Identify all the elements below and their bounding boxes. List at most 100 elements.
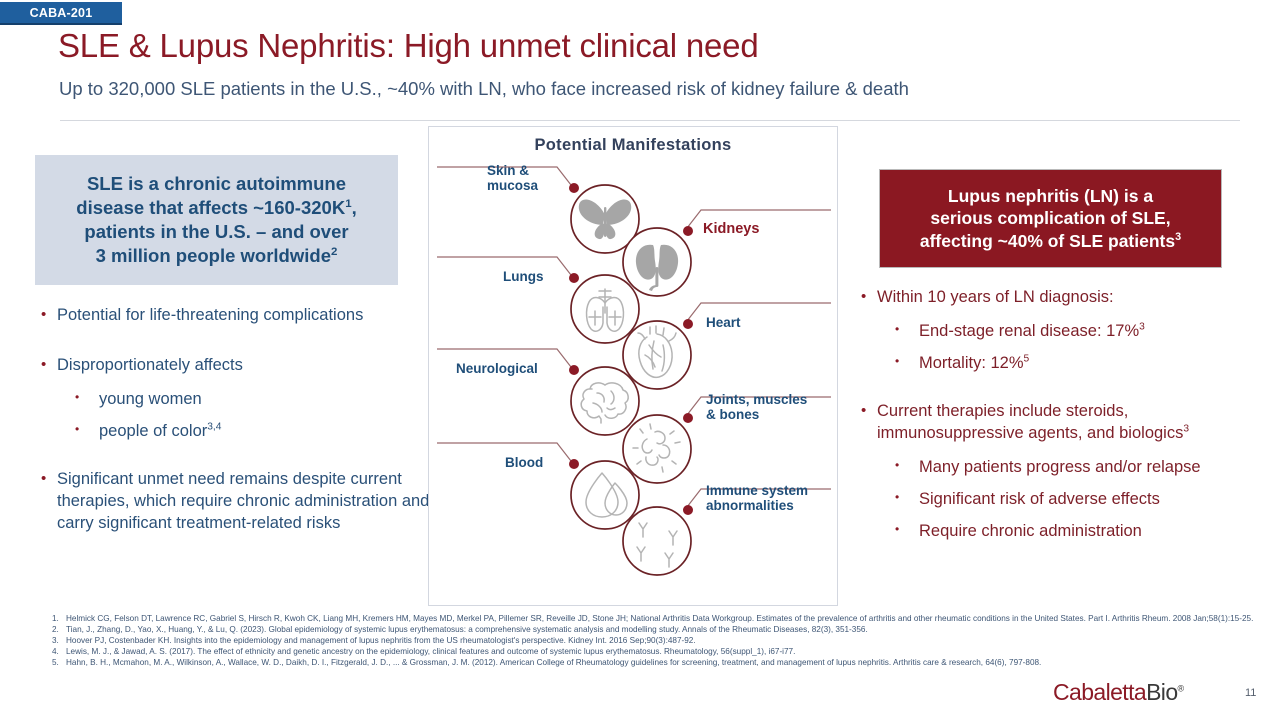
list-item: • Significant unmet need remains despite… <box>35 469 435 535</box>
list-item: • young women <box>73 389 435 411</box>
bullet-text: Mortality: 12%5 <box>919 353 1029 375</box>
sle-callout-comma: , <box>351 196 357 218</box>
lungs-icon <box>585 288 625 332</box>
footnote-number: 1. <box>52 614 59 623</box>
icon-circle-butterfly <box>569 183 640 254</box>
bullet-ref: 5 <box>1023 353 1030 365</box>
diagram-label-skin-line1: Skin & <box>487 163 530 178</box>
bullet-dot-icon: • <box>895 489 900 504</box>
bullet-text: people of color3,4 <box>99 421 221 443</box>
spacer <box>35 339 435 355</box>
bullet-text: End-stage renal disease: 17%3 <box>919 321 1145 343</box>
list-item: • Significant risk of adverse effects <box>893 489 1275 511</box>
right-bullet-list: • Within 10 years of LN diagnosis: • End… <box>855 287 1275 553</box>
icon-circle-antibody <box>622 505 693 576</box>
icon-circle-kidneys <box>622 226 693 297</box>
bullet-dot-icon: • <box>861 401 867 419</box>
left-bullet-list: • Potential for life-threatening complic… <box>35 305 435 547</box>
diagram-graphics: .circ{fill:#ffffff;stroke:#6b2226;stroke… <box>437 166 831 576</box>
page-number: 11 <box>1245 687 1257 699</box>
kidneys-icon <box>635 244 679 291</box>
bullet-ref: 3 <box>1139 321 1145 333</box>
bullet-text-body: Current therapies include steroids, immu… <box>877 401 1184 442</box>
diagram-label-neurological: Neurological <box>456 361 538 376</box>
spacer <box>855 385 1275 401</box>
footnote-number: 3. <box>52 635 59 645</box>
butterfly-icon <box>578 199 632 240</box>
sle-callout-line-4: 3 million people worldwide <box>95 245 331 267</box>
footnote-text: Tian, J., Zhang, D., Yao, X., Huang, Y.,… <box>66 624 868 634</box>
footnote-number: 2. <box>52 624 59 634</box>
ln-callout-box: Lupus nephritis (LN) is a serious compli… <box>879 169 1222 268</box>
list-item: • Require chronic administration <box>893 521 1275 543</box>
bullet-dot-icon: • <box>895 353 900 368</box>
sle-callout-text: SLE is a chronic autoimmune disease that… <box>76 172 356 268</box>
icon-circle-blood <box>569 459 640 530</box>
sle-callout-line-1: SLE is a chronic autoimmune <box>86 172 347 194</box>
registered-trademark-icon: ® <box>1177 683 1185 694</box>
bullet-text: Many patients progress and/or relapse <box>919 457 1201 476</box>
footnotes: 1. Helmick CG, Felson DT, Lawrence RC, G… <box>52 614 1267 669</box>
diagram-label-immune-line1: Immune system <box>706 483 809 498</box>
bullet-text-body: End-stage renal disease: 17% <box>919 321 1140 340</box>
footnote-item: 1. Helmick CG, Felson DT, Lawrence RC, G… <box>52 614 1267 625</box>
list-item: • people of color3,4 <box>73 421 435 443</box>
logo-secondary-text: Bio <box>1146 679 1178 705</box>
footnote-item: 5. Hahn, B. H., Mcmahon, M. A., Wilkinso… <box>52 658 1267 669</box>
diagram-label-lungs: Lungs <box>503 269 544 284</box>
diagram-label-immune: Immune system abnormalities <box>706 483 808 513</box>
bullet-ref: 3,4 <box>207 421 222 433</box>
list-item: • Mortality: 12%5 <box>893 353 1275 375</box>
list-item: • Many patients progress and/or relapse <box>893 457 1275 479</box>
diagram-label-immune-line2: abnormalities <box>706 498 794 514</box>
sle-callout-ref-2: 2 <box>330 245 338 258</box>
ln-callout-line-2: serious complication of SLE, <box>930 208 1171 229</box>
bullet-text: Significant risk of adverse effects <box>919 489 1160 508</box>
bullet-dot-icon: • <box>895 321 900 336</box>
diagram-label-skin: Skin & mucosa <box>487 163 538 193</box>
footnote-item: 4. Lewis, M. J., & Jawad, A. S. (2017). … <box>52 647 1267 658</box>
sle-callout-ref-1: 1 <box>345 197 352 210</box>
bullet-dot-icon: • <box>75 389 80 404</box>
heart-icon <box>637 325 677 379</box>
brain-icon <box>580 382 629 424</box>
logo-primary-text: Cabaletta <box>1053 679 1147 705</box>
leader-lines-right <box>686 209 831 508</box>
list-item: • Disproportionately affects <box>35 355 435 377</box>
bullet-text-body: Mortality: 12% <box>919 353 1024 372</box>
icon-circle-heart <box>622 319 693 390</box>
bullet-text: Within 10 years of LN diagnosis: <box>877 288 1114 306</box>
bullet-dot-icon: • <box>41 306 47 323</box>
bullet-text: Require chronic administration <box>919 521 1142 540</box>
ln-callout-ref-3: 3 <box>1175 230 1182 243</box>
list-item: • Within 10 years of LN diagnosis: <box>855 287 1275 309</box>
footnote-text: Hahn, B. H., Mcmahon, M. A., Wilkinson, … <box>66 657 1042 667</box>
ln-callout-text: Lupus nephritis (LN) is a serious compli… <box>920 185 1181 252</box>
bullet-ref: 3 <box>1183 423 1190 435</box>
bullet-text-body: people of color <box>99 421 208 440</box>
bullet-dot-icon: • <box>41 469 47 487</box>
ln-callout-line-3: affecting ~40% of SLE patients <box>919 230 1176 251</box>
bullet-dot-icon: • <box>895 457 900 472</box>
diagram-label-heart: Heart <box>706 315 741 330</box>
footnote-text: Hoover PJ, Costenbader KH. Insights into… <box>66 635 696 645</box>
diagram-label-joints-line2: & bones <box>706 407 760 423</box>
icon-circle-immune <box>622 413 693 484</box>
diagram-label-joints-line1: Joints, muscles <box>706 392 808 407</box>
footnote-item: 3. Hoover PJ, Costenbader KH. Insights i… <box>52 636 1267 647</box>
diagram-label-skin-line2: mucosa <box>487 178 539 194</box>
diagram-label-joints: Joints, muscles & bones <box>706 392 807 422</box>
leader-lines-left <box>437 166 572 462</box>
blood-drop-icon <box>585 472 628 518</box>
sle-callout-box: SLE is a chronic autoimmune disease that… <box>35 155 398 285</box>
page-subtitle: Up to 320,000 SLE patients in the U.S., … <box>59 78 909 99</box>
icon-circle-lungs <box>569 273 640 344</box>
bacteria-icon <box>632 423 681 473</box>
diagram-label-kidneys: Kidneys <box>703 221 760 237</box>
antibody-icon <box>636 522 678 568</box>
list-item: • Current therapies include steroids, im… <box>855 401 1275 445</box>
page-title: SLE & Lupus Nephritis: High unmet clinic… <box>58 27 759 64</box>
footnote-text: Helmick CG, Felson DT, Lawrence RC, Gabr… <box>66 614 1254 623</box>
diagram-label-blood: Blood <box>505 455 544 470</box>
